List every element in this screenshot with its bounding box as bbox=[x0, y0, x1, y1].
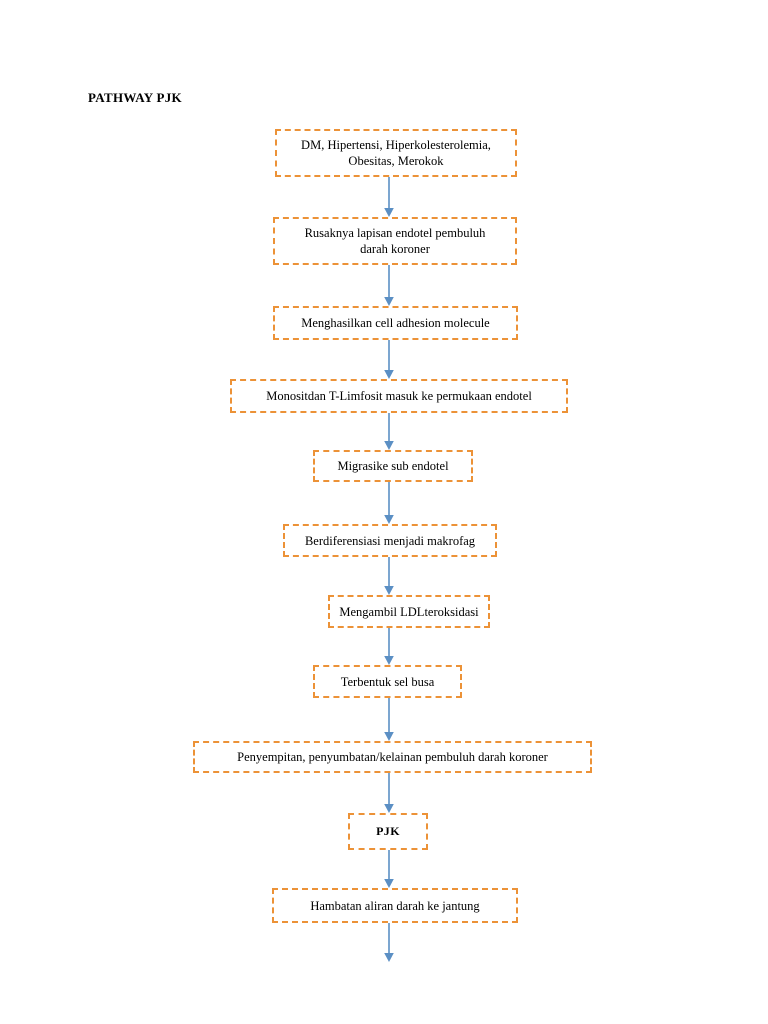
flowchart-node-label: Mengambil LDLteroksidasi bbox=[339, 604, 479, 619]
flowchart-arrow bbox=[382, 773, 396, 813]
flowchart-node-label: Rusaknya lapisan endotel pembuluh darah … bbox=[304, 226, 486, 256]
flowchart-arrow bbox=[382, 177, 396, 217]
flowchart-node-label: Terbentuk sel busa bbox=[340, 674, 435, 689]
flowchart-node-label: Hambatan aliran darah ke jantung bbox=[310, 898, 480, 913]
flowchart-arrow bbox=[382, 850, 396, 888]
flowchart-node-label: Berdiferensiasi menjadi makrofag bbox=[304, 533, 476, 548]
flowchart-node: Rusaknya lapisan endotel pembuluh darah … bbox=[273, 217, 517, 265]
flowchart-node: Menghasilkan cell adhesion molecule bbox=[273, 306, 518, 340]
flowchart-node-label: PJK bbox=[376, 823, 400, 838]
flowchart-arrow bbox=[382, 340, 396, 379]
flowchart-node-label: DM, Hipertensi, Hiperkolesterolemia, Obe… bbox=[301, 138, 491, 168]
page-title: PATHWAY PJK bbox=[88, 90, 182, 105]
flowchart-node: DM, Hipertensi, Hiperkolesterolemia, Obe… bbox=[275, 129, 517, 177]
flowchart-node: Terbentuk sel busa bbox=[313, 665, 462, 698]
flowchart-node-label: Penyempitan, penyumbatan/kelainan pembul… bbox=[237, 750, 548, 764]
flowchart-node: Monositdan T-Limfosit masuk ke permukaan… bbox=[230, 379, 568, 413]
flowchart-arrow bbox=[382, 413, 396, 450]
flowchart-arrow bbox=[382, 923, 396, 962]
flowchart-node: Mengambil LDLteroksidasi bbox=[328, 595, 490, 628]
flowchart-node: Migrasike sub endotel bbox=[313, 450, 473, 482]
flowchart-node: PJK bbox=[348, 813, 428, 850]
flowchart-node-label: Migrasike sub endotel bbox=[337, 459, 449, 473]
flowchart-node: Hambatan aliran darah ke jantung bbox=[272, 888, 518, 923]
flowchart-node: Berdiferensiasi menjadi makrofag bbox=[283, 524, 497, 557]
flowchart-node: Penyempitan, penyumbatan/kelainan pembul… bbox=[193, 741, 592, 773]
flowchart-arrow bbox=[382, 628, 396, 665]
flowchart-arrow bbox=[382, 698, 396, 741]
flowchart-node-label: Menghasilkan cell adhesion molecule bbox=[301, 316, 490, 330]
flowchart-arrow bbox=[382, 557, 396, 595]
flowchart-node-label: Monositdan T-Limfosit masuk ke permukaan… bbox=[266, 389, 532, 403]
flowchart-arrow bbox=[382, 482, 396, 524]
flowchart-arrow bbox=[382, 265, 396, 306]
